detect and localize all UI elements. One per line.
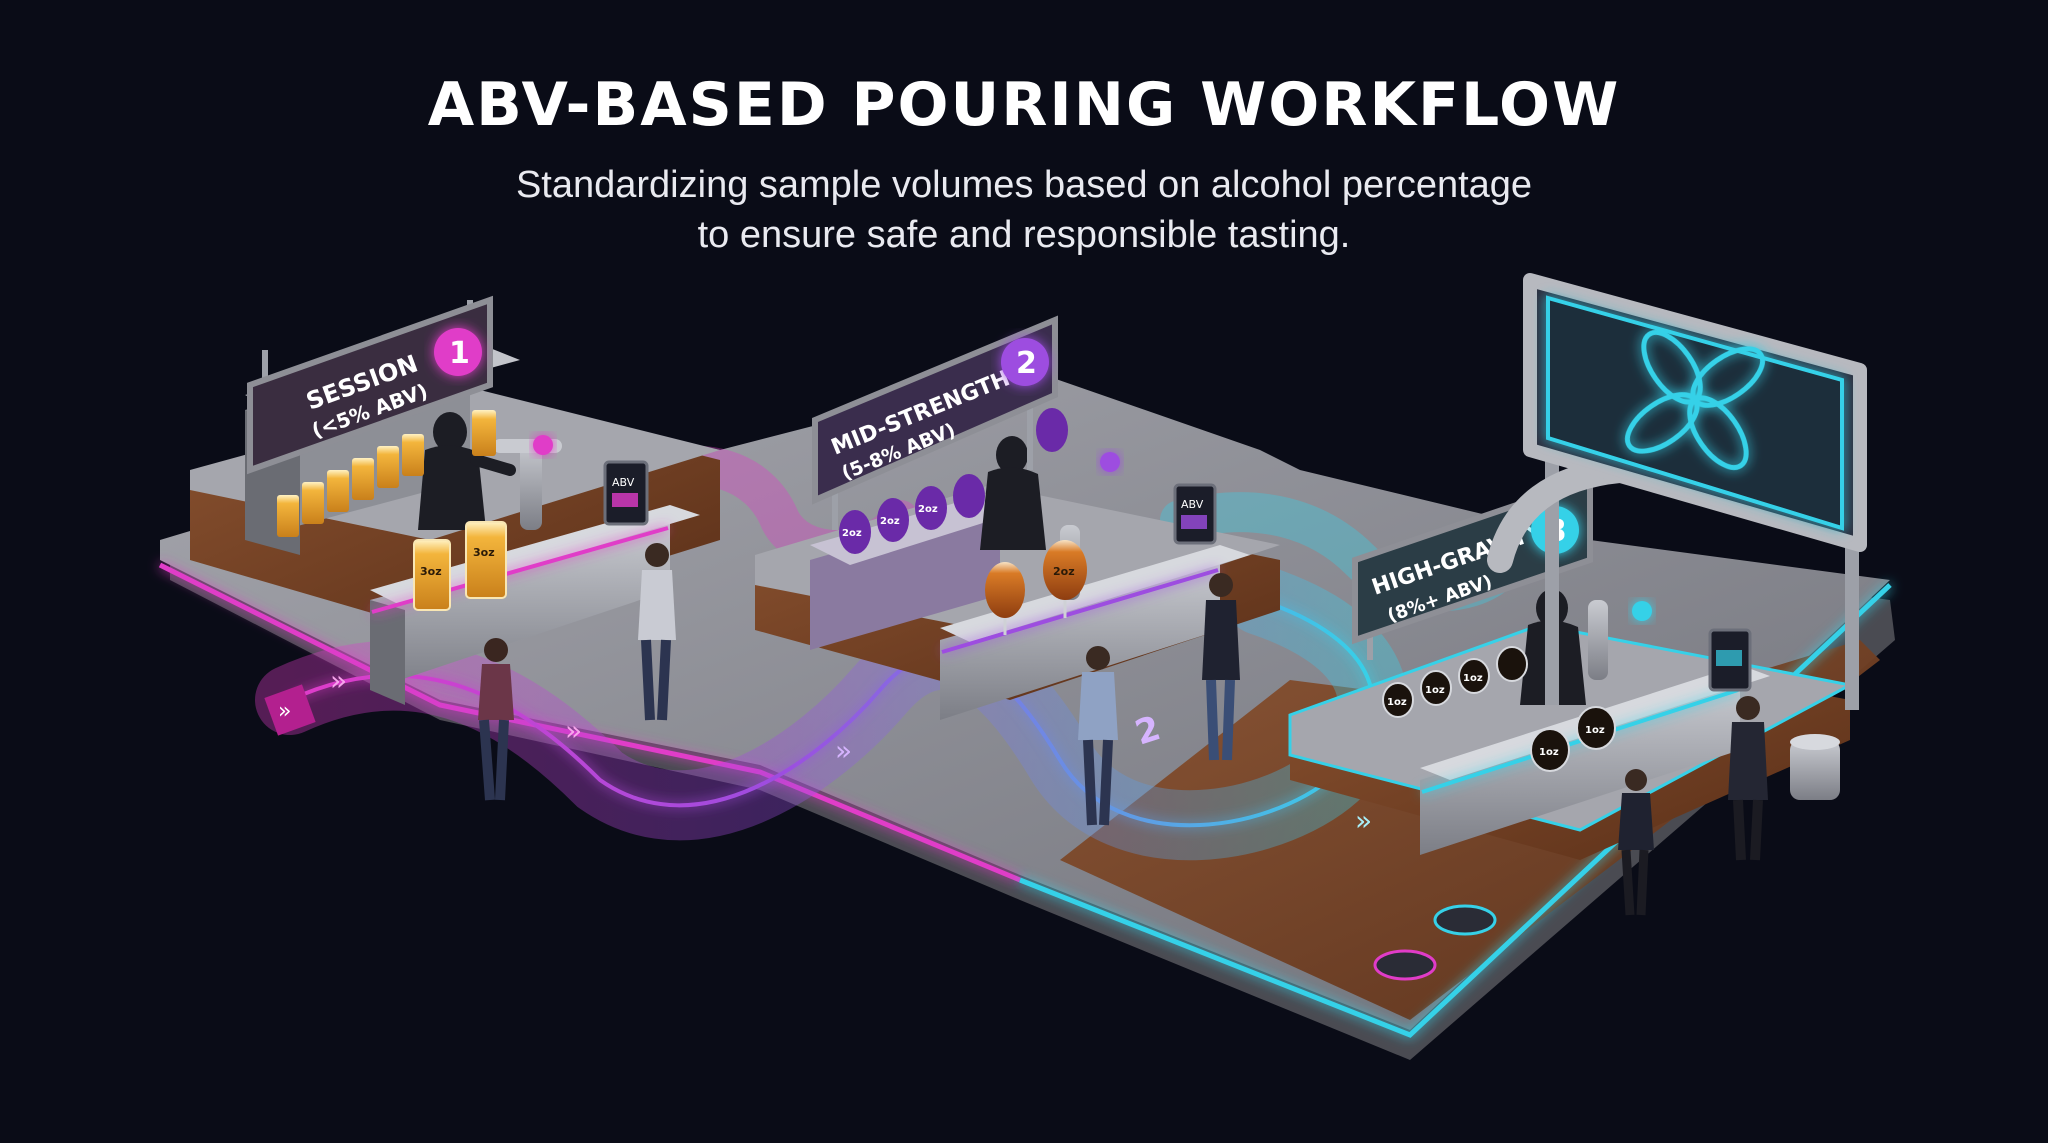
session-glass-front-2: 3oz: [465, 521, 507, 599]
page-subtitle: Standardizing sample volumes based on al…: [424, 160, 1624, 260]
floor-logo-medallion-1: [1373, 949, 1437, 981]
path-arrow-3: »: [835, 734, 852, 767]
abv-tablet-mid: ABV: [1173, 483, 1217, 545]
station-mid-strength: ABV 2oz 2oz 2oz 2oz: [755, 315, 1280, 720]
high-glasses-back: 1oz 1oz 1oz: [1382, 646, 1528, 718]
svg-text:1oz: 1oz: [1387, 697, 1407, 708]
session-step-badge: [434, 328, 482, 376]
svg-text:1oz: 1oz: [1585, 725, 1605, 736]
session-step-number: 1: [449, 336, 470, 371]
high-glass-front-2: 1oz: [1576, 706, 1616, 750]
svg-text:1oz: 1oz: [1425, 685, 1445, 696]
subtitle-line-1: Standardizing sample volumes based on al…: [515, 164, 1533, 206]
session-sign: SESSION (<5% ABV) 1: [247, 295, 493, 475]
svg-text:3oz: 3oz: [473, 546, 495, 559]
page-title: ABV-BASED POURING WORKFLOW: [427, 70, 1621, 140]
mid-strength-sign: MID-STRENGTH (5-8% ABV) 2: [812, 315, 1058, 530]
station-high-gravity: 1oz 1oz 1oz 1oz 1oz HIGH-GRAVITY (8%+ AB…: [1288, 475, 1855, 860]
session-glasses-back: [277, 410, 496, 537]
patron-4: [1202, 573, 1240, 761]
svg-text:2oz: 2oz: [842, 528, 862, 539]
session-floor-marker: [264, 684, 316, 736]
patron-1: [478, 638, 514, 801]
svg-text:3oz: 3oz: [420, 565, 442, 578]
mid-glasses-back: 2oz 2oz 2oz: [839, 408, 1068, 554]
bartender-session: [418, 412, 516, 530]
mid-glass-front-2: 2oz: [1043, 540, 1087, 618]
svg-text:2oz: 2oz: [918, 504, 938, 515]
abv-tablet-session: ABV: [603, 460, 649, 526]
svg-text:1oz: 1oz: [1539, 747, 1559, 758]
path-arrow-4: »: [1355, 804, 1372, 837]
floor-logo-medallion-2: [1433, 904, 1497, 936]
bartender-mid: [980, 436, 1046, 550]
svg-text:2oz: 2oz: [880, 516, 900, 527]
mid-step-number: 2: [1016, 346, 1037, 381]
path-arrow-2: »: [565, 714, 582, 747]
svg-text:1oz: 1oz: [1463, 673, 1483, 684]
svg-text:2oz: 2oz: [1053, 565, 1075, 578]
abv-tablet-high: [1708, 628, 1752, 692]
high-glass-front-1: 1oz: [1530, 728, 1570, 772]
patron-3: [1078, 646, 1118, 826]
session-floor-arrow: »: [278, 699, 291, 724]
path-arrow-1: »: [330, 664, 347, 697]
keg: [1790, 734, 1840, 800]
svg-text:ABV: ABV: [612, 476, 635, 489]
station-session: ABV 3oz 3oz: [190, 295, 720, 736]
patron-2: [638, 543, 676, 721]
mid-glass-front-1: [985, 562, 1025, 635]
logo-billboard: [1487, 273, 1867, 710]
subtitle-line-2: to ensure safe and responsible tasting.: [697, 214, 1351, 256]
mid-step-badge: [1001, 338, 1049, 386]
neon-logo-icon: [1625, 330, 1765, 470]
patron-6: [1728, 696, 1768, 861]
svg-text:ABV: ABV: [1181, 498, 1204, 511]
patron-5: [1618, 769, 1654, 916]
session-glass-front-1: 3oz: [413, 539, 451, 611]
